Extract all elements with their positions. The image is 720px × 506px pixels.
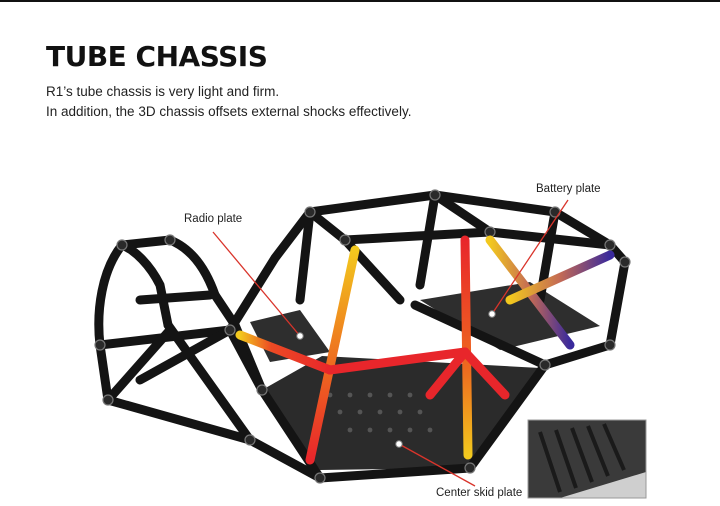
page-title: TUBE CHASSIS [46, 40, 268, 73]
callout-lines [212, 199, 569, 487]
top-divider [0, 0, 720, 2]
tube-frame [94, 190, 630, 483]
battery-plate-label: Battery plate [536, 183, 601, 195]
center-skid-plate-label: Center skid plate [436, 487, 523, 499]
tube-joints [94, 189, 631, 484]
description-line-1: R1’s tube chassis is very light and firm… [46, 84, 280, 99]
radio-plate-label: Radio plate [184, 213, 243, 225]
description-line-2: In addition, the 3D chassis offsets exte… [46, 104, 412, 119]
skid-plate-inset-photo [527, 419, 647, 499]
stress-highlight-tubes [235, 235, 615, 465]
callout-dots [296, 310, 496, 448]
